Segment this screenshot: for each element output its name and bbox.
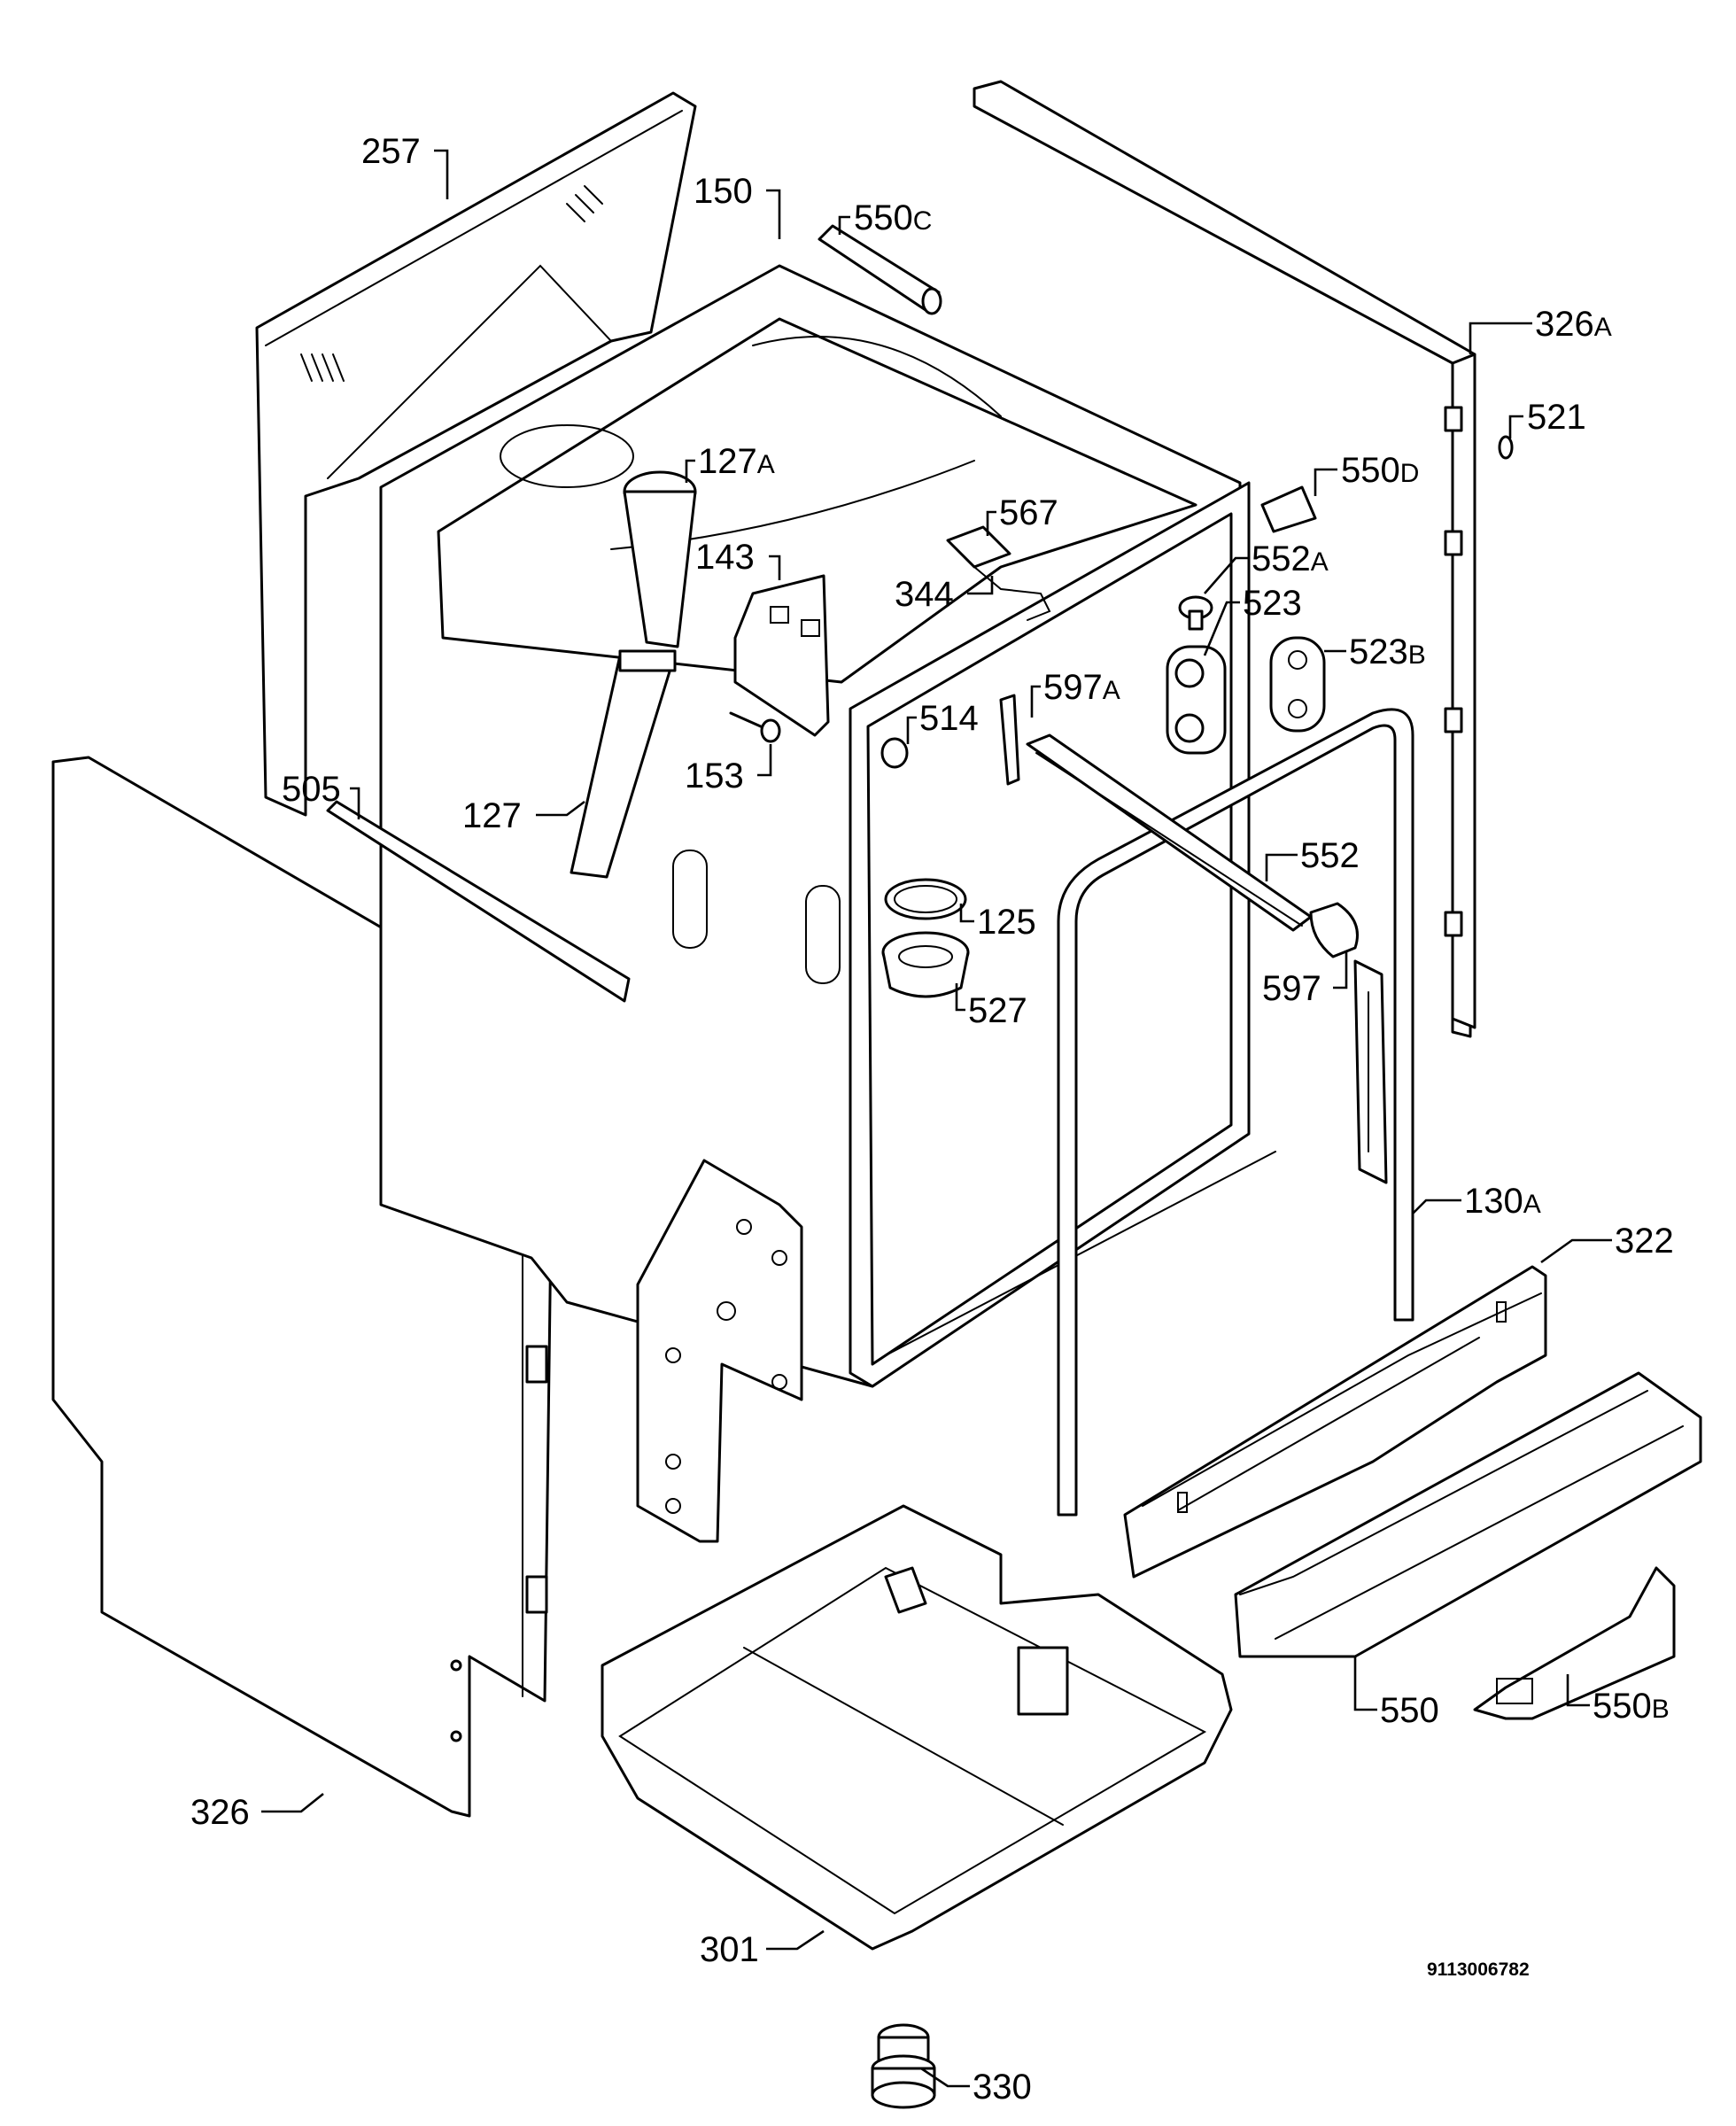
part-514-grommet [880,737,909,769]
callout-523: 523 [1243,584,1302,623]
part-301-base [601,1504,1233,1951]
part-552a-plug [1178,595,1213,631]
callout-550d: 550D [1341,451,1419,490]
part-523-double-nozzle [1166,645,1227,755]
part-153-screw [729,711,781,743]
callout-127: 127 [462,796,522,835]
part-330-foot [871,2023,936,2109]
part-550d-pad [1260,485,1317,533]
part-127a-funnel [623,470,697,648]
callout-552a: 552A [1252,539,1329,578]
callout-150: 150 [694,172,753,211]
part-127-duct [570,649,677,879]
callout-leaders [261,149,1612,2088]
callout-125: 125 [977,903,1036,942]
callout-550b: 550B [1593,1687,1670,1726]
callout-257: 257 [361,132,421,171]
callout-550c: 550C [854,198,932,237]
callout-344: 344 [895,575,954,614]
part-550b-bracket [1473,1566,1676,1720]
callout-505: 505 [282,770,341,809]
callout-301: 301 [700,1930,759,1969]
callout-130a: 130A [1464,1182,1541,1221]
callout-597: 597 [1262,969,1321,1008]
part-125-ring [884,878,967,920]
part-143-bracket [733,574,830,737]
part-326a-side-frame [973,80,1476,1038]
callout-143: 143 [695,538,755,577]
part-tub-body [379,264,1276,1388]
part-right-bracket [1353,959,1388,1184]
part-527-nut [881,931,970,998]
callout-552: 552 [1300,836,1360,875]
callout-550: 550 [1380,1691,1439,1730]
part-hinge-bracket [636,1159,803,1543]
part-257-rear-frame [255,91,697,817]
part-523b-gasket [1269,636,1326,733]
callout-521: 521 [1527,398,1586,437]
callout-514: 514 [919,699,979,738]
part-505-strip [326,800,631,1003]
callout-127a: 127A [698,442,775,481]
part-550c-tube [818,224,942,315]
callout-597a: 597A [1043,668,1120,707]
part-130a-seal [1057,708,1414,1517]
part-597-clip [1309,902,1359,958]
callout-326: 326 [190,1793,250,1832]
document-number: 9113006782 [1427,1959,1530,1980]
part-521-clip [1498,435,1514,460]
callout-322: 322 [1615,1222,1674,1261]
part-550-tray [1234,1371,1702,1658]
callout-330: 330 [973,2068,1032,2107]
part-597a-clip [999,694,1020,786]
callout-527: 527 [968,991,1027,1030]
callout-326a: 326A [1535,305,1612,344]
callout-567: 567 [999,493,1058,532]
callout-153: 153 [685,757,744,795]
part-567-clip [946,525,1011,569]
callout-523b: 523B [1349,632,1426,671]
callout-labels: 257 150 550C 326A 521 127A 550D 567 143 … [190,132,1674,2107]
part-322-plate [1123,1265,1547,1579]
